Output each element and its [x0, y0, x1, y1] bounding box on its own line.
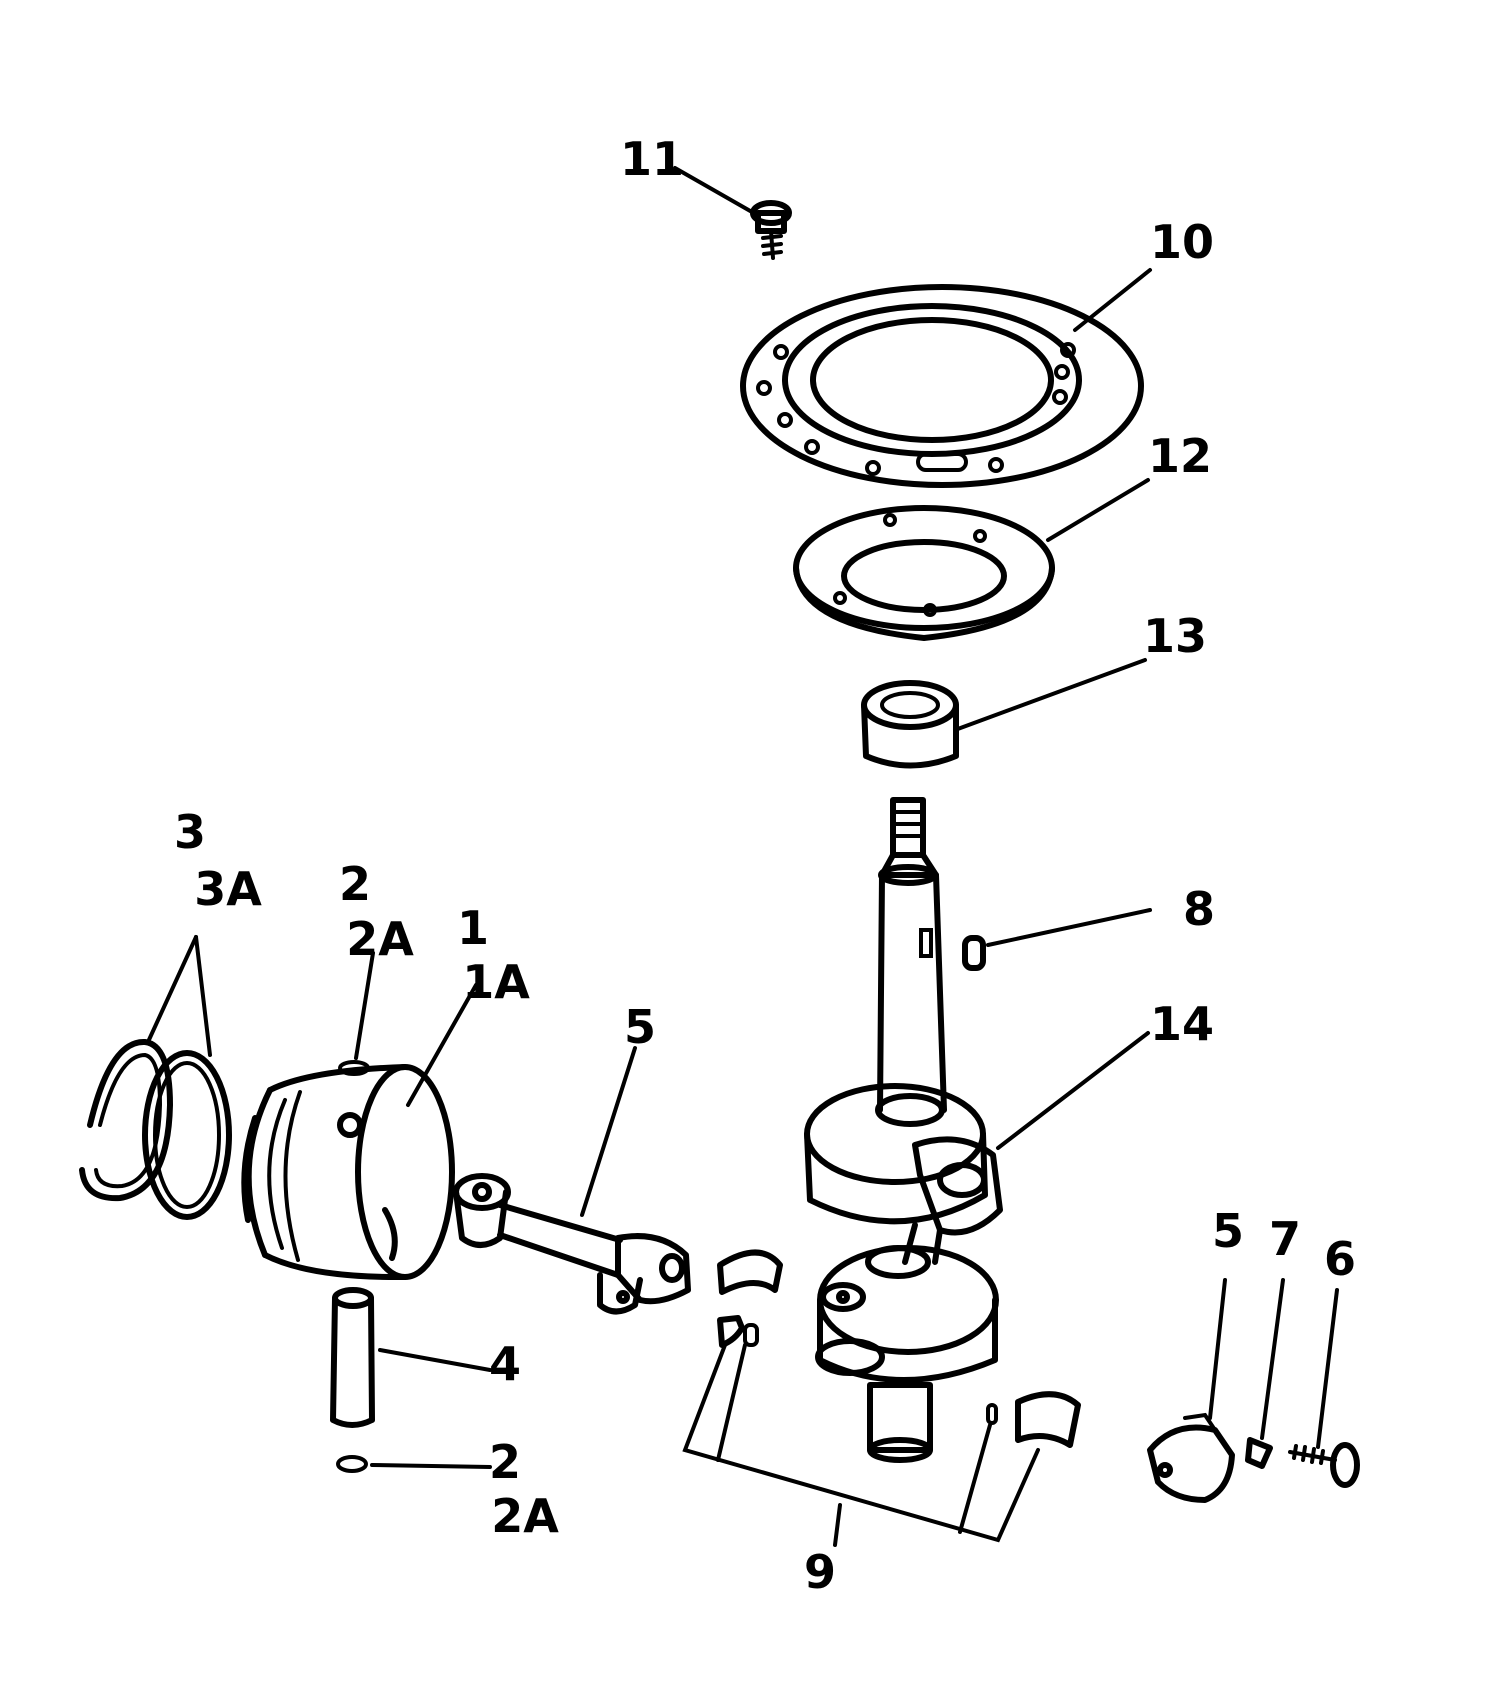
callout-labels: 11 10 12 13 8 14 3 3A 2 2A 1 1A 5 4 2 2A… — [174, 132, 1356, 1599]
part-2-snap-ring-bottom — [336, 1455, 368, 1473]
callout-2a-top: 2A — [346, 912, 414, 966]
part-9-bearing-set — [717, 1249, 1081, 1448]
part-4-wrist-pin — [330, 1287, 375, 1428]
part-2-snap-ring-top — [338, 1060, 370, 1076]
part-7-lock — [1245, 1437, 1273, 1469]
callout-3a: 3A — [194, 862, 262, 916]
part-6-screw — [1288, 1442, 1360, 1488]
callout-14: 14 — [1150, 997, 1214, 1051]
callout-2a-bottom: 2A — [491, 1489, 559, 1543]
callout-8: 8 — [1183, 882, 1215, 936]
callout-12: 12 — [1148, 429, 1212, 483]
callout-4: 4 — [489, 1337, 521, 1391]
callout-10: 10 — [1150, 215, 1214, 269]
part-13-bushing — [861, 680, 959, 769]
callout-3: 3 — [174, 805, 206, 859]
callout-9: 9 — [804, 1545, 836, 1599]
part-12-retainer — [793, 505, 1055, 641]
callout-7: 7 — [1269, 1212, 1301, 1266]
part-11-screw — [750, 200, 792, 260]
callout-1a: 1A — [462, 955, 530, 1009]
callout-2-top: 2 — [339, 857, 371, 911]
callout-2-bottom: 2 — [489, 1435, 521, 1489]
callout-13: 13 — [1143, 609, 1207, 663]
part-14-crankshaft — [804, 797, 1003, 1463]
callout-6: 6 — [1324, 1232, 1356, 1286]
part-10-flange — [740, 284, 1144, 488]
callout-1: 1 — [457, 901, 489, 955]
part-3-piston-rings — [79, 1039, 232, 1220]
part-5-rod-cap — [1147, 1412, 1235, 1503]
part-5-connecting-rod — [453, 1173, 691, 1315]
callout-5-left: 5 — [624, 1000, 656, 1054]
leader-lines — [146, 166, 1339, 1547]
part-1-piston — [241, 1064, 455, 1281]
part-8-key — [962, 935, 986, 971]
callout-11: 11 — [620, 132, 684, 186]
callout-5-right: 5 — [1212, 1204, 1244, 1258]
